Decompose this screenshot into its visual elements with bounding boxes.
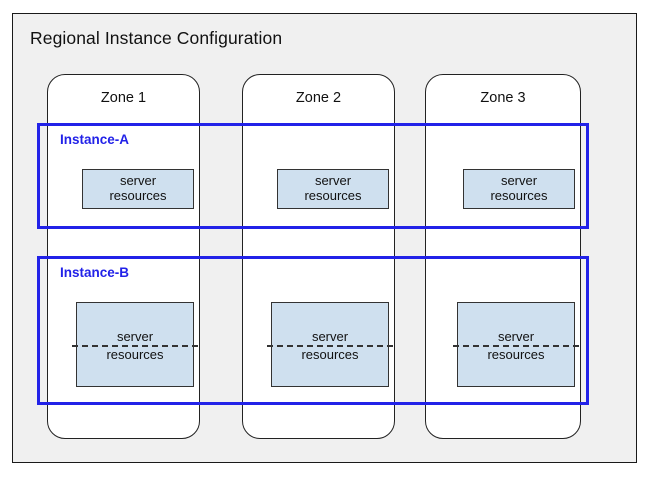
server-resources-node[interactable]: server resources: [267, 302, 393, 387]
zone-title-3: Zone 3: [480, 90, 526, 106]
node-divider-dashed: [72, 345, 198, 347]
server-node-line-1: server: [311, 329, 349, 344]
server-node-line-2: resources: [109, 188, 167, 203]
server-node-line-1: server: [116, 329, 154, 344]
server-resources-node[interactable]: server resources: [453, 302, 579, 387]
server-resources-node[interactable]: server resources: [82, 169, 194, 209]
server-node-line-2: resources: [301, 347, 359, 362]
zone-title-2: Zone 2: [295, 90, 342, 106]
server-resources-node[interactable]: server resources: [277, 169, 389, 209]
zone-title-1: Zone 1: [100, 90, 147, 106]
server-node-line-1: server: [314, 173, 352, 189]
server-node-line-1: server: [497, 329, 535, 344]
server-node-line-1: server: [119, 173, 157, 189]
instance-label-a: Instance-A: [60, 132, 130, 147]
instance-band-a[interactable]: Instance-A server resources server resou…: [37, 123, 589, 229]
instance-label-b: Instance-B: [60, 265, 130, 280]
node-divider-dashed: [453, 345, 579, 347]
server-node-line-2: resources: [487, 347, 545, 362]
server-node-line-2: resources: [304, 188, 362, 203]
node-divider-dashed: [267, 345, 393, 347]
server-resources-node[interactable]: server resources: [463, 169, 575, 209]
server-node-line-2: resources: [106, 347, 164, 362]
server-node-line-1: server: [500, 173, 538, 189]
diagram-frame: Regional Instance Configuration Zone 1 Z…: [12, 13, 637, 463]
server-resources-node[interactable]: server resources: [72, 302, 198, 387]
page-title: Regional Instance Configuration: [30, 28, 283, 48]
server-node-line-2: resources: [490, 188, 548, 203]
instance-band-b[interactable]: Instance-B server resources server resou…: [37, 256, 589, 405]
